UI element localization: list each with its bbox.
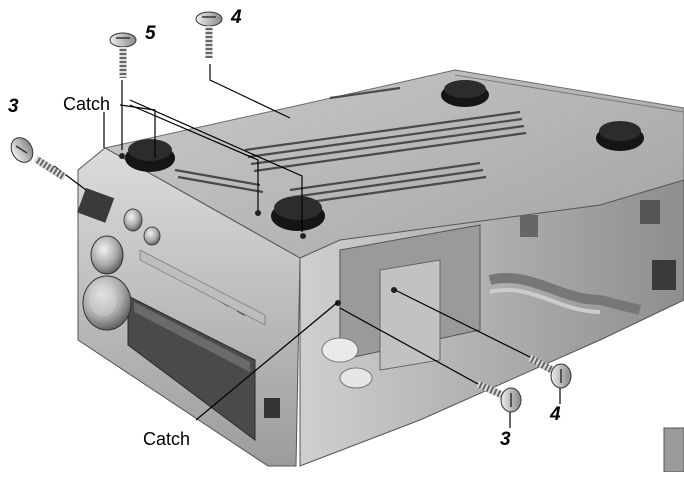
corner-fragment — [663, 427, 684, 473]
front-panel — [77, 147, 301, 467]
foot-front-right — [271, 196, 325, 231]
foot-rear-right — [596, 121, 644, 151]
leader-lines — [53, 64, 561, 428]
catch-label-top: Catch — [63, 94, 111, 114]
screw-number-3-bottom: 3 — [500, 429, 511, 450]
screw-4-top — [195, 11, 223, 58]
screw-3-bottom — [476, 380, 522, 413]
screw-number-4-bottom: 4 — [550, 404, 561, 425]
screw-number-3-left: 3 — [8, 96, 19, 117]
rubber-feet — [125, 80, 644, 231]
screw-holes — [119, 153, 397, 306]
foot-front-left — [125, 139, 175, 172]
screw-5 — [109, 32, 137, 78]
screw-number-5: 5 — [145, 23, 156, 44]
screw-3-left — [10, 137, 66, 180]
foot-rear-left — [441, 80, 489, 107]
screw-number-4-top: 4 — [231, 7, 242, 28]
side-panel — [264, 179, 684, 467]
catch-label-bottom: Catch — [143, 429, 191, 449]
screw-4-bottom — [528, 354, 572, 389]
